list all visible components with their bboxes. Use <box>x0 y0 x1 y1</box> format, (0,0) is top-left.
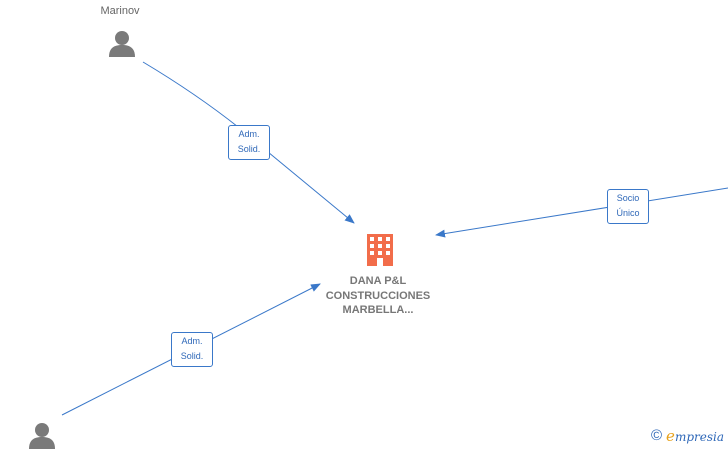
edge-label-right[interactable]: Socio Único <box>607 189 649 224</box>
brand-logo: empresia <box>666 426 724 445</box>
edge-label-bottom-line-2: Solid. <box>180 351 204 361</box>
edge-label-right-line-1: Socio <box>616 193 640 203</box>
person-icon[interactable] <box>109 31 135 57</box>
edge-label-bottom-line-1: Adm. <box>181 336 203 346</box>
edge-right[interactable] <box>435 187 728 238</box>
company-name[interactable]: DANA P&L CONSTRUCCIONES MARBELLA... <box>298 274 458 318</box>
copyright-icon: © <box>650 427 663 444</box>
edge-label-bottom[interactable]: Adm. Solid. <box>171 332 213 367</box>
edge-label-right-line-2: Único <box>616 208 640 218</box>
person-name-marinov[interactable]: Marinov <box>100 5 140 17</box>
edge-label-top-line-2: Solid. <box>237 144 261 154</box>
building-icon[interactable] <box>367 234 393 266</box>
person-icon[interactable] <box>29 423 55 449</box>
company-name-line-3: MARBELLA... <box>342 304 414 316</box>
company-name-line-1: DANA P&L <box>349 275 407 287</box>
company-name-line-2: CONSTRUCCIONES <box>325 289 431 302</box>
edge-label-top[interactable]: Adm. Solid. <box>228 125 270 160</box>
empresia-watermark: © empresia <box>650 426 724 445</box>
edge-label-top-line-1: Adm. <box>238 129 260 139</box>
